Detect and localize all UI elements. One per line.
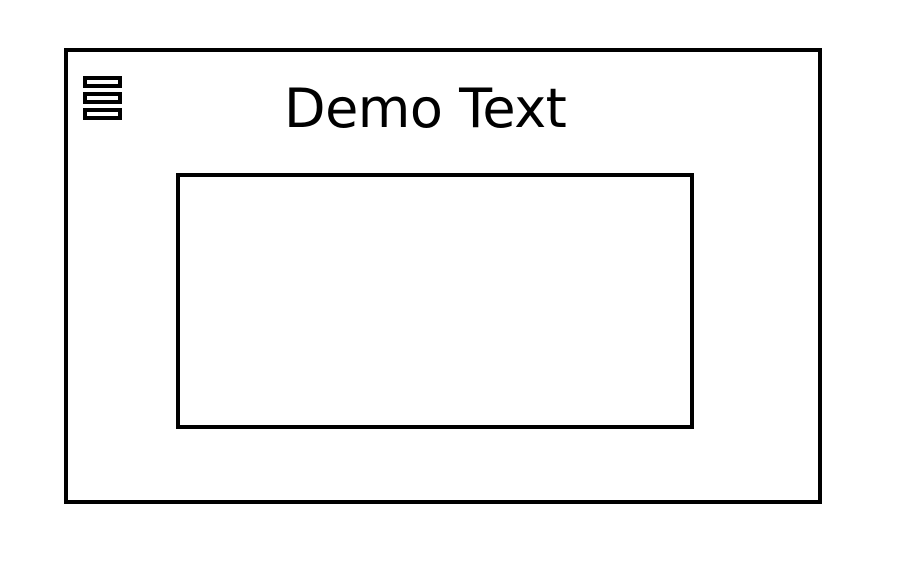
menu-icon[interactable] — [83, 76, 122, 122]
content-panel — [176, 173, 694, 429]
page-title: Demo Text — [284, 77, 567, 140]
app-window: Demo Text — [64, 48, 822, 504]
